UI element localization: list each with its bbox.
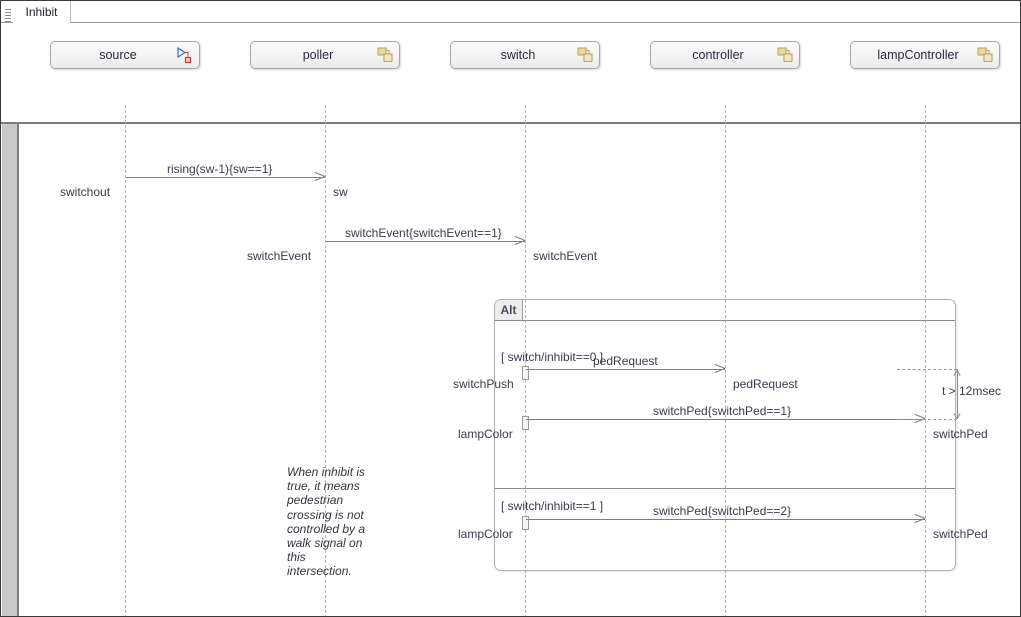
lifeline-switch — [525, 105, 526, 616]
lifeline-name-lampController: lampController — [877, 48, 959, 62]
message-line-rising[interactable] — [126, 177, 325, 178]
component-icon — [577, 47, 593, 62]
message-label-switchEvent: switchEvent{switchEvent==1} — [345, 226, 502, 240]
lifeline-head-source[interactable]: source — [50, 41, 200, 69]
message-line-switchPed-1[interactable] — [526, 419, 925, 420]
tab-label: Inhibit — [25, 5, 58, 19]
tab-inhibit[interactable]: Inhibit — [13, 1, 71, 23]
message-line-switchEvent[interactable] — [326, 241, 525, 242]
lifeline-head-poller[interactable]: poller — [250, 41, 400, 69]
lifeline-name-switch: switch — [500, 48, 536, 62]
fragment-operator-label: Alt — [495, 300, 523, 321]
lifeline-poller — [325, 105, 326, 616]
lifeline-head-controller[interactable]: controller — [650, 41, 800, 69]
port-label-lampColor-1: lampColor — [458, 427, 513, 441]
activation-bar-switch-1 — [522, 366, 529, 380]
lifeline-name-controller: controller — [692, 48, 744, 62]
message-label-pedRequest: pedRequest — [593, 354, 658, 368]
port-label-sw: sw — [333, 185, 348, 199]
lifeline-lampController — [925, 105, 926, 616]
time-constraint-dash-start — [897, 369, 957, 370]
port-label-switchout: switchout — [60, 185, 111, 199]
component-icon — [377, 47, 393, 62]
activation-bar-switch-2 — [522, 416, 529, 430]
lifeline-controller — [725, 105, 726, 616]
signal-event-icon — [177, 46, 192, 64]
time-constraint-dash-end — [897, 419, 957, 420]
port-label-lampColor-2: lampColor — [458, 527, 513, 541]
tab-bar: Inhibit — [1, 1, 1020, 23]
message-label-rising: rising(sw-1){sw==1} — [167, 162, 273, 176]
diagram-canvas[interactable]: source poller switch contr — [1, 23, 1020, 616]
lifeline-head-switch[interactable]: switch — [450, 41, 600, 69]
fragment-operand-divider-top — [495, 320, 955, 321]
time-constraint-line — [957, 369, 958, 419]
message-line-switchPed-2[interactable] — [526, 519, 925, 520]
time-constraint-label: t > 12msec — [942, 384, 1002, 398]
fragment-guard-0: [ switch/inhibit==0 ] — [501, 350, 604, 364]
message-label-switchPed-2: switchPed{switchPed==2} — [653, 504, 792, 518]
combined-fragment-alt[interactable]: Alt — [494, 299, 956, 571]
port-label-switchEvent-in: switchEvent — [533, 249, 598, 263]
left-gutter-bar — [2, 124, 19, 616]
tab-bar-empty-area — [81, 1, 1020, 23]
lifeline-name-source: source — [99, 48, 137, 62]
port-label-pedRequest: pedRequest — [733, 377, 798, 391]
diagram-note: When inhibit is true, it means pedestria… — [287, 465, 366, 579]
component-icon — [977, 47, 993, 62]
port-label-switchPed-1: switchPed — [933, 427, 988, 441]
drag-handle-icon[interactable] — [3, 3, 13, 21]
message-label-switchPed-1: switchPed{switchPed==1} — [653, 404, 792, 418]
header-separator-line — [1, 122, 1020, 124]
fragment-operand-divider-middle — [495, 488, 955, 489]
activation-bar-switch-3 — [522, 516, 529, 530]
port-label-switchPush: switchPush — [453, 377, 514, 391]
fragment-guard-1: [ switch/inhibit==1 ] — [501, 499, 604, 513]
component-icon — [777, 47, 793, 62]
port-label-switchEvent-out: switchEvent — [247, 249, 312, 263]
lifeline-name-poller: poller — [302, 48, 334, 62]
lifeline-head-lampController[interactable]: lampController — [850, 41, 1000, 69]
message-line-pedRequest[interactable] — [526, 369, 725, 370]
port-label-switchPed-2: switchPed — [933, 527, 988, 541]
lifeline-source — [125, 105, 126, 616]
